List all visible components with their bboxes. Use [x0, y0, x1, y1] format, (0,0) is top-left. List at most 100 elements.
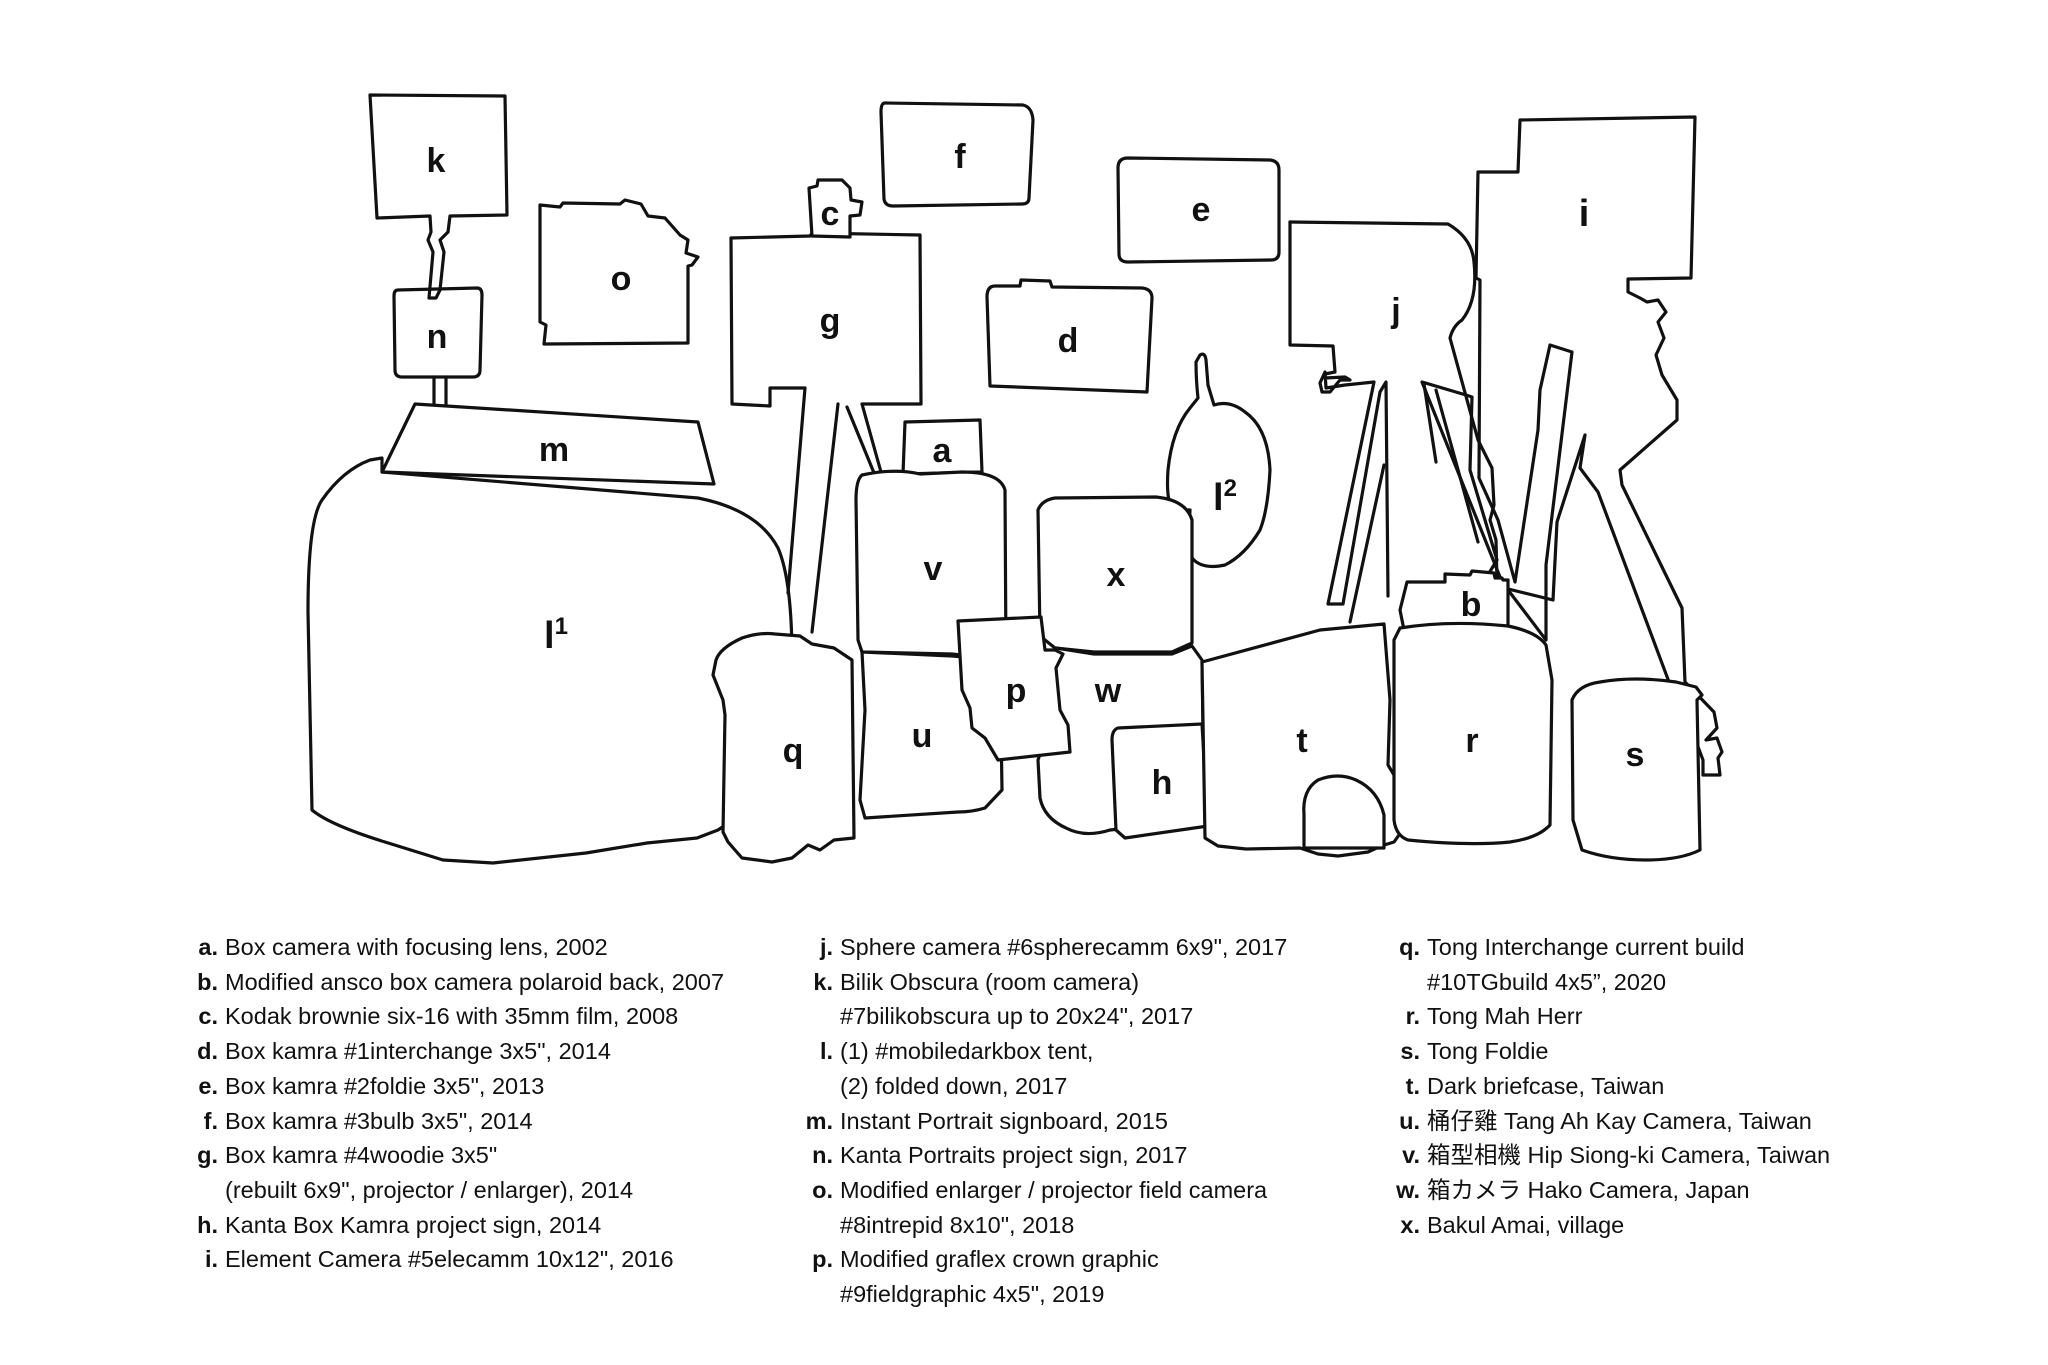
legend-item-i: i. Element Camera #5elecamm 10x12", 2016	[187, 1242, 724, 1277]
legend-key: o.	[812, 1176, 833, 1203]
label-e: e	[1192, 191, 1211, 229]
shape-r: r	[1392, 621, 1554, 846]
legend-item-j: j.Sphere camera #6spherecamm 6x9", 2017	[802, 930, 1287, 965]
legend-key: t.	[1405, 1072, 1420, 1099]
legend-line: #10TGbuild 4x5”, 2020	[1427, 968, 1667, 995]
legend-key: r.	[1405, 1003, 1420, 1030]
shape-j: j	[1288, 220, 1499, 624]
legend-line: Bilik Obscura (room camera)	[840, 968, 1140, 995]
label-i: i	[1579, 193, 1590, 235]
label-q: q	[783, 732, 804, 770]
legend-key: i.	[204, 1246, 218, 1273]
label-d: d	[1058, 322, 1079, 360]
shape-n: n	[392, 286, 484, 406]
label-l1: l1	[544, 613, 568, 657]
legend-line: Box kamra #3bulb 3x5", 2014	[225, 1107, 533, 1134]
legend-line: 桶仔雞 Tang Ah Kay Camera, Taiwan	[1427, 1107, 1812, 1134]
label-j: j	[1390, 292, 1400, 330]
legend-item-p: p. Modified graflex crown graphic #9fieldg…	[802, 1242, 1287, 1311]
legend-item-u: u. 桶仔雞 Tang Ah Kay Camera, Taiwan	[1389, 1104, 1830, 1139]
legend-key: u.	[1399, 1107, 1420, 1134]
label-o: o	[611, 260, 632, 298]
shape-m: m	[380, 402, 716, 486]
legend-item-f: f. Box kamra #3bulb 3x5", 2014	[187, 1104, 724, 1139]
label-r: r	[1465, 722, 1478, 760]
legend-key: k.	[813, 968, 833, 995]
legend-key: f.	[203, 1107, 218, 1134]
legend-key: x.	[1400, 1211, 1420, 1238]
legend-line: Element Camera #5elecamm 10x12", 2016	[225, 1246, 674, 1273]
legend-column-1: a. Box camera with focusing lens, 2002 b.…	[187, 930, 724, 1277]
legend-line: Sphere camera #6spherecamm 6x9", 2017	[840, 934, 1288, 960]
legend-line: Kodak brownie six-16 with 35mm film, 200…	[225, 1003, 679, 1030]
shape-f: f	[879, 101, 1035, 208]
shape-b: b	[1398, 569, 1510, 632]
shape-c: c	[807, 178, 864, 239]
label-s: s	[1626, 736, 1645, 774]
legend-key: a.	[198, 934, 218, 960]
label-n: n	[427, 318, 448, 356]
label-f: f	[954, 138, 966, 176]
legend-line: Box kamra #1interchange 3x5", 2014	[225, 1038, 611, 1065]
label-p: p	[1006, 672, 1027, 710]
legend-line: Instant Portrait signboard, 2015	[840, 1107, 1168, 1134]
legend-line: #9fieldgraphic 4x5", 2019	[840, 1281, 1105, 1308]
legend-key: l.	[819, 1038, 833, 1065]
legend-item-w: w. 箱カメラ Hako Camera, Japan	[1389, 1173, 1830, 1208]
legend-key: h.	[197, 1211, 218, 1238]
legend-line: #8intrepid 8x10", 2018	[840, 1211, 1075, 1238]
legend-key: e.	[198, 1072, 218, 1099]
legend-item-d: d.Box kamra #1interchange 3x5", 2014	[187, 1034, 724, 1069]
legend-key: p.	[812, 1246, 833, 1273]
legend-line: Box kamra #2foldie 3x5", 2013	[225, 1072, 545, 1099]
legend-item-n: n.Kanta Portraits project sign, 2017	[802, 1138, 1287, 1173]
legend-item-x: x. Bakul Amai, village	[1389, 1208, 1830, 1243]
shape-t: t	[1200, 622, 1412, 858]
legend-line: 箱型相機 Hip Siong-ki Camera, Taiwan	[1427, 1142, 1831, 1169]
legend-line: Bakul Amai, village	[1427, 1211, 1625, 1238]
label-x: x	[1107, 556, 1126, 594]
shape-s: s	[1570, 677, 1704, 862]
legend-line: Tong Mah Herr	[1427, 1003, 1583, 1030]
legend-line: Modified graflex crown graphic	[840, 1246, 1159, 1273]
label-c: c	[821, 195, 840, 233]
legend-item-g: g.Box kamra #4woodie 3x5"(rebuilt 6x9", …	[187, 1138, 724, 1207]
legend-item-t: t. Dark briefcase, Taiwan	[1389, 1069, 1830, 1104]
legend-item-k: k. Bilik Obscura (room camera) #7bilikobsc…	[802, 965, 1287, 1034]
legend-item-m: m. Instant Portrait signboard, 2015	[802, 1104, 1287, 1139]
shape-e: e	[1116, 156, 1281, 264]
legend-line: 箱カメラ Hako Camera, Japan	[1427, 1176, 1750, 1203]
label-t: t	[1296, 722, 1307, 760]
label-l2: l2	[1213, 475, 1237, 519]
legend-line: Box camera with focusing lens, 2002	[225, 934, 608, 960]
label-w: w	[1094, 672, 1122, 710]
legend-key: q.	[1399, 934, 1420, 960]
legend-item-l: l.(1) #mobiledarkbox tent,(2) folded dow…	[802, 1034, 1287, 1103]
legend-item-q: q.Tong Interchange current build#10TGbui…	[1389, 930, 1830, 999]
legend-key: b.	[197, 968, 218, 995]
legend-column-2: j.Sphere camera #6spherecamm 6x9", 2017 …	[802, 930, 1288, 1312]
legend-line: Tong Foldie	[1427, 1038, 1549, 1065]
legend-item-a: a. Box camera with focusing lens, 2002	[187, 930, 724, 965]
shape-h: h	[1110, 722, 1210, 840]
label-k: k	[427, 142, 446, 180]
shape-d: d	[985, 278, 1154, 394]
legend-item-s: s.Tong Foldie	[1389, 1034, 1830, 1069]
legend-item-c: c.Kodak brownie six-16 with 35mm film, 2…	[187, 999, 724, 1034]
legend-key: n.	[812, 1142, 833, 1169]
legend-line: Kanta Box Kamra project sign, 2014	[225, 1211, 602, 1238]
shape-k: k	[368, 93, 509, 300]
shape-o: o	[538, 198, 700, 346]
label-g: g	[820, 302, 841, 340]
legend-line: Dark briefcase, Taiwan	[1427, 1072, 1665, 1099]
label-v: v	[924, 550, 943, 588]
legend-line: Box kamra #4woodie 3x5"	[225, 1142, 498, 1169]
legend-key: m.	[805, 1107, 833, 1134]
legend-item-r: r. Tong Mah Herr	[1389, 999, 1830, 1034]
shape-p: p	[956, 615, 1072, 762]
legend-line: Modified ansco box camera polaroid back,…	[225, 968, 725, 995]
legend-key: g.	[197, 1142, 218, 1169]
legend-line: #7bilikobscura up to 20x24", 2017	[840, 1003, 1194, 1030]
shape-a: a	[901, 418, 984, 476]
legend-key: w.	[1396, 1176, 1420, 1203]
